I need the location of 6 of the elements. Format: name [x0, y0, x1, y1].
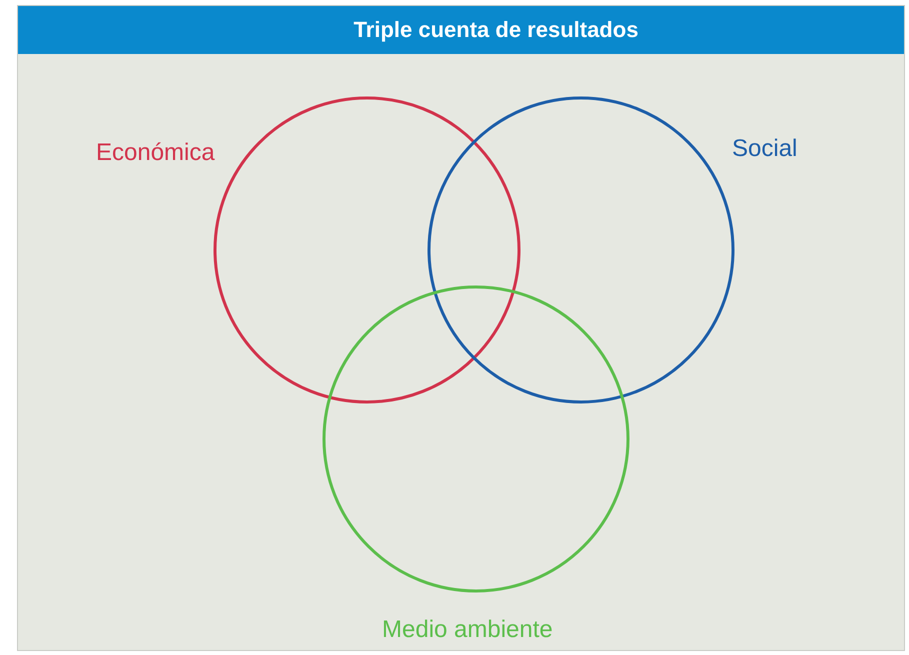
venn-circle: [427, 96, 798, 404]
set-label: Medio ambiente: [382, 615, 553, 645]
set-label: Económica: [96, 138, 215, 168]
set-label: Social: [732, 134, 798, 164]
title-bar: Triple cuenta de resultados: [18, 6, 904, 54]
venn-circle: [96, 96, 521, 404]
